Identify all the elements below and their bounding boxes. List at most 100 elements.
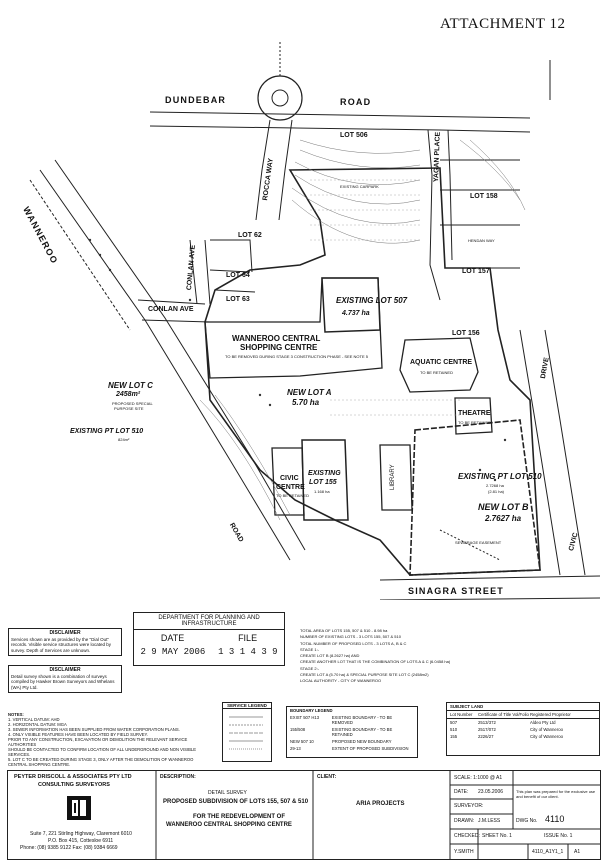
road-label-dundebar: DUNDEBAR (165, 95, 227, 105)
firm-address-1: Suite 7, 221 Stirling Highway, Claremont… (30, 831, 132, 837)
table-cell: City of Wanneroo (530, 727, 564, 732)
summary-line: STAGE 2:- (300, 665, 320, 671)
surveyor-label: SURVEYOR: (454, 803, 484, 809)
existing-pt-lot-510-west-area: 824m² (118, 437, 130, 442)
plan-note: This plan was prepared for the exclusive… (516, 789, 596, 799)
civic-drive-edge-1 (519, 329, 561, 576)
disclaimer-services: DISCLAIMER Services shown are as provide… (8, 628, 122, 656)
table-cell: 155 (450, 734, 458, 739)
firm-phone: Phone: (08) 9385 9122 Fax: (08) 9384 666… (20, 845, 118, 851)
disclaimer-survey-text: Detail survey shown is a combination of … (11, 673, 115, 690)
client-label: CLIENT: (317, 774, 337, 780)
lot-64-label: LOT 64 (226, 272, 250, 279)
title-block: PEYTER DRISCOLL & ASSOCIATES PTY LTD CON… (7, 770, 601, 860)
existing-lot-507-label: EXISTING LOT 507 (336, 296, 408, 305)
issue-number: ISSUE No. 1 (544, 833, 573, 839)
table-row: 155 2226/27 City of Wanneroo (447, 733, 599, 740)
drawn-label: DRAWN: (454, 818, 475, 824)
new-lot-c-area: 2458m² (116, 391, 141, 398)
legend-text: PROPOSED NEW BOUNDARY (332, 739, 392, 744)
existing-pt-lot-510-east-area-1: 2.7268 ha (486, 483, 504, 488)
rocca-way-west-edge (255, 119, 271, 221)
description-label: DESCRIPTION: (160, 774, 196, 780)
table-row: 510 2517/072 City of Wanneroo (447, 726, 599, 733)
disclaimer-survey-title: DISCLAIMER (49, 667, 81, 673)
summary-line: CREATE LOT B (8.2627 ha) AND (300, 653, 360, 659)
wanneroo-road-edge-1 (39, 169, 291, 561)
disclaimer-services-title: DISCLAIMER (49, 630, 81, 636)
col-header: Lot Number (450, 712, 473, 717)
firm-name: PEYTER DRISCOLL & ASSOCIATES PTY LTD (14, 774, 132, 780)
table-cell: 2226/27 (478, 734, 494, 739)
library-building (379, 444, 413, 511)
date-value: 23.05.2006 (478, 789, 504, 795)
note-line: 1. VERTICAL DATUM: AHD (8, 717, 60, 722)
note-line: 5. LOT C TO BE CREATED DURING STAGE 3, O… (8, 757, 194, 767)
legend-text: EXISTING BOUNDARY - TO BE RETAINED (331, 727, 393, 737)
col-header: Certificate of Title Vol/Folio (478, 712, 529, 717)
wanneroo-road-edge-2 (54, 159, 306, 551)
firm-logo-icon (67, 796, 91, 820)
cad-file: 4110_A1Y1_1 (532, 849, 564, 855)
new-lot-a-area: 5.70 ha (292, 398, 320, 407)
legend-code: NEW 507 10 (290, 739, 314, 744)
road-label-conlan-ave: CONLAN AVE (148, 306, 194, 313)
description-line-3: FOR THE REDEVELOPMENT OF (193, 814, 286, 820)
new-lot-c-note-2: PURPOSE SITE (114, 406, 144, 411)
stamp-file-label: FILE (238, 633, 258, 643)
theatre-label: THEATRE (458, 410, 491, 417)
area-summary: TOTAL AREA OF LOTS 155, 507 & 510 - 8.98… (300, 628, 450, 685)
description-line-1: DETAIL SURVEY (208, 790, 247, 796)
stamp-date-label: DATE (160, 633, 185, 643)
description-line-4: WANNEROO CENTRAL SHOPPING CENTRE (166, 822, 292, 828)
dwg-label: DWG No. (516, 818, 538, 824)
civic-centre-label-2: CENTRE (276, 484, 305, 491)
lot-62-label: LOT 62 (238, 232, 262, 239)
sheet-size: A1 (574, 849, 581, 855)
scale-label: SCALE: 1:1000 @ A1 (454, 775, 503, 781)
summary-line: LOCAL AUTHORITY - CITY OF WANNEROO (300, 678, 382, 684)
civic-centre-label-1: CIVIC (280, 475, 299, 482)
note-line: PRIOR TO ANY CONSTRUCTION, EXCAVATION OR… (8, 737, 188, 747)
legend-code: 29-13 (290, 746, 301, 751)
road-label-dundebar-road: ROAD (340, 97, 372, 107)
new-lot-c-note-1: PROPOSED SPECIAL (112, 401, 153, 406)
legend-text: EXTENT OF PROPOSED SUBDIVISION (332, 746, 409, 751)
boundary-legend-row: 29-13 EXTENT OF PROPOSED SUBDIVISION (287, 745, 417, 752)
lot-506-label: LOT 506 (340, 132, 368, 139)
stamp-date-value: 2 9 MAY 2006 (140, 647, 206, 657)
lot-156-label: LOT 156 (452, 330, 480, 337)
civic-centre-note: TO BE RETAINED (276, 493, 309, 498)
notes-title: NOTES: (8, 712, 24, 717)
subject-land-header: Lot Number Certificate of Title Vol/Foli… (447, 711, 599, 719)
title-block-grid (155, 771, 600, 859)
aquatic-centre-note: TO BE RETAINED (420, 370, 453, 375)
new-lot-b-area: 2.7627 ha (485, 514, 522, 523)
lot-63-label: LOT 63 (226, 296, 250, 303)
summary-line: TOTAL NUMBER OF PROPOSED LOTS - 3 LOTS A… (300, 640, 407, 646)
theatre-building (454, 397, 493, 435)
checked-label: CHECKED: (454, 833, 480, 839)
description-line-2: PROPOSED SUBDIVISION OF LOTS 155, 507 & … (163, 799, 309, 805)
aquatic-centre-building (399, 337, 479, 393)
road-label-sinagra-street: SINAGRA STREET (408, 586, 504, 596)
note-line: 3. SEWER INFORMATION HAS BEEN SUPPLIED F… (8, 727, 180, 732)
disclaimer-services-text: Services shown are as provided by the "D… (11, 636, 111, 653)
shopping-centre-label-2: SHOPPING CENTRE (240, 343, 318, 352)
note-line: 4. ONLY VISIBLE FEATURES HAVE BEEN LOCAT… (8, 732, 148, 737)
new-lot-b-label: NEW LOT B (478, 502, 529, 512)
site-plan-drawing (29, 40, 601, 600)
table-cell: Aldeo Pty Ltd (530, 720, 556, 725)
service-legend-title: SERVICE LEGEND (223, 703, 271, 709)
existing-pt-lot-510-east-area-2: (2.81 ha) (488, 489, 505, 494)
shopping-centre-note: TO BE REMOVED DURING STAGE 3 CONSTRUCTIO… (225, 354, 368, 359)
shopping-centre-building (204, 277, 383, 379)
lot-157-label: LOT 157 (462, 268, 490, 275)
dundebar-road-south-edge (149, 125, 531, 133)
subject-land-title: SUBJECT LAND (447, 703, 599, 711)
notes-block: NOTES: 1. VERTICAL DATUM: AHD 2. HORIZON… (8, 712, 208, 767)
table-cell: 507 (450, 720, 458, 725)
summary-line: TOTAL AREA OF LOTS 155, 507 & 510 - 8.98… (300, 628, 388, 633)
existing-lot-155-label-1: EXISTING (308, 470, 341, 477)
